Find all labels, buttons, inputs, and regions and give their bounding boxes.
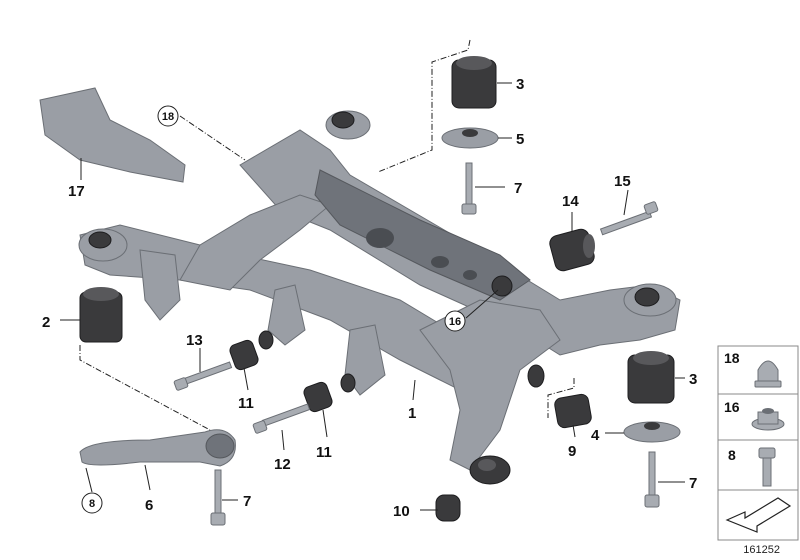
reference-number: 161252 [743, 544, 780, 556]
callout-1: 1 [408, 405, 416, 422]
callout-8-circled: 8 [81, 492, 103, 514]
callout-7-upper: 7 [514, 180, 522, 197]
leader-lines [60, 82, 685, 511]
callout-11-lower: 11 [316, 444, 332, 461]
bracket-part-6 [79, 429, 236, 467]
rubber-mount-part-3-upper [451, 56, 497, 109]
callout-18-circled: 18 [157, 105, 179, 127]
support-plate-part-5 [441, 127, 499, 149]
callout-5: 5 [516, 131, 524, 148]
callout-4: 4 [591, 427, 600, 444]
rubber-bushing-part-11-upper [229, 339, 259, 371]
callout-12: 12 [274, 456, 291, 473]
legend-label-16: 16 [724, 399, 740, 415]
callout-14: 14 [562, 193, 579, 210]
callout-17: 17 [68, 183, 85, 200]
bolt-part-13 [173, 361, 233, 391]
callout-3-lower: 3 [689, 371, 697, 388]
callout-13: 13 [186, 332, 203, 349]
legend-label-8: 8 [728, 447, 736, 463]
bolt-part-7-lower-right [644, 451, 660, 508]
legend-panel: 18 16 8 [717, 345, 799, 541]
callout-15: 15 [614, 173, 631, 190]
rubber-bushing-part-11-lower [303, 381, 333, 413]
legend-label-18: 18 [724, 350, 740, 366]
callout-11-upper: 11 [238, 395, 254, 412]
cap-nut-icon [754, 360, 782, 388]
rubber-bushing-part-14 [549, 228, 595, 272]
callout-3-upper: 3 [516, 76, 524, 93]
bolt-part-12 [252, 403, 311, 434]
svg-text:16: 16 [449, 316, 461, 328]
callout-7-lower-left: 7 [243, 493, 251, 510]
callout-10: 10 [393, 503, 410, 520]
support-plate-part-4 [623, 421, 681, 443]
rubber-buffer-part-10 [435, 494, 461, 522]
rubber-mount-part-3-lower [627, 351, 675, 404]
bolt-part-7-upper [461, 162, 477, 215]
callout-7-lower-right: 7 [689, 475, 697, 492]
rear-axle-subframe [78, 110, 681, 485]
assembly-lines [79, 39, 575, 431]
callout-16-circled: 16 [444, 310, 466, 332]
svg-text:18: 18 [162, 111, 174, 123]
svg-text:8: 8 [89, 498, 95, 510]
bushing-part-2 [79, 287, 123, 343]
flange-bolt-icon [758, 447, 776, 487]
heat-shield-part-17 [39, 87, 186, 183]
rubber-bushing-part-9 [554, 393, 592, 429]
callout-2: 2 [42, 314, 50, 331]
flange-nut-icon [751, 408, 785, 431]
bolt-part-7-lower-left [210, 469, 226, 526]
bolt-part-15 [599, 201, 659, 236]
callout-6: 6 [145, 497, 153, 514]
direction-arrow-icon [725, 497, 792, 533]
callout-9: 9 [568, 443, 576, 460]
